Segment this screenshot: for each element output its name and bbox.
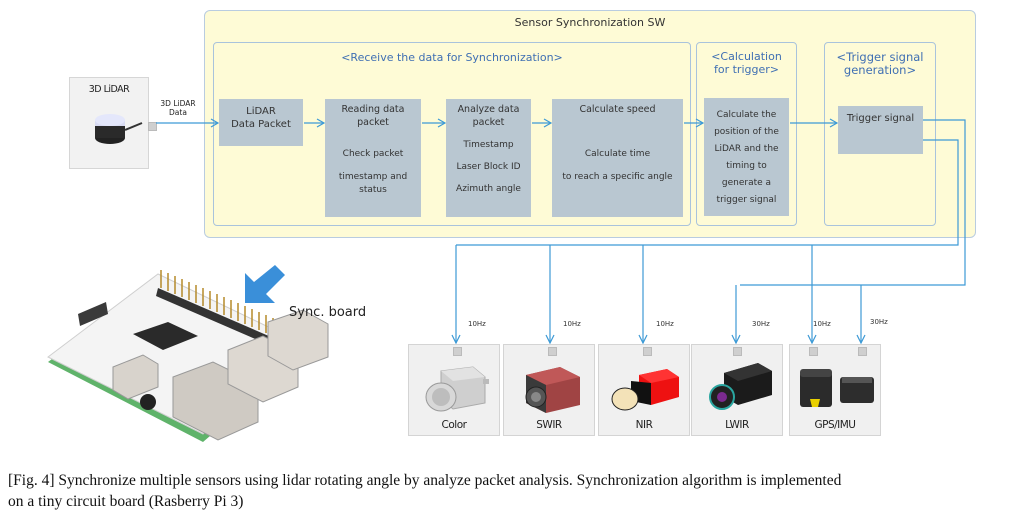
- arrowhead: [545, 334, 555, 345]
- arrowhead: [856, 334, 866, 345]
- arrowhead: [543, 118, 553, 128]
- box-line: trigger signal: [716, 195, 777, 205]
- box-lidar-data-packet: LiDAR Data Packet: [219, 99, 303, 146]
- group-trigger-title: <Trigger signal generation>: [824, 51, 936, 77]
- box-reading-data-packet: Reading data packet Check packet timesta…: [325, 99, 421, 217]
- sensor-lwir: LWIR: [691, 344, 783, 436]
- lwir-camera-icon: [709, 363, 772, 410]
- group-trigger: [824, 42, 936, 226]
- sensor-port: [733, 347, 742, 356]
- lidar-link-label-line: 3D LiDAR: [160, 99, 196, 108]
- lidar-device-icon: [95, 114, 143, 144]
- arrowhead: [731, 334, 741, 345]
- sensor-port: [643, 347, 652, 356]
- sensor-label: SWIR: [536, 419, 562, 431]
- lidar-source-label: 3D LiDAR: [88, 84, 130, 95]
- box-line: Calculate speed: [579, 104, 656, 115]
- box-detail: Check packet: [342, 149, 404, 159]
- arrowhead: [807, 334, 817, 345]
- box-detail: Timestamp: [463, 140, 514, 150]
- sensor-sync-sw-title: Sensor Synchronization SW: [514, 16, 666, 29]
- box-line: packet: [357, 117, 389, 128]
- box-detail: timestamp and status: [338, 172, 408, 195]
- rate-label-color: 10Hz: [468, 320, 486, 328]
- sensor-port: [809, 347, 818, 356]
- box-calculate-speed: Calculate speed Calculate time to reach …: [552, 99, 683, 217]
- lidar-link-label: 3D LiDAR Data: [157, 99, 199, 117]
- group-receive-title: <Receive the data for Synchronization>: [341, 51, 563, 64]
- rate-label-gps: 10Hz: [813, 320, 831, 328]
- sensor-color: Color: [408, 344, 500, 436]
- box-analyze-data-packet: Analyze data packet Timestamp Laser Bloc…: [446, 99, 531, 217]
- rate-label-lwir: 30Hz: [752, 320, 770, 328]
- raspberry-pi-board-illustration: [47, 270, 329, 442]
- box-calculate-position: Calculate the position of the LiDAR and …: [704, 98, 789, 216]
- pointer-arrow-icon: [245, 265, 285, 303]
- sensor-port: [858, 347, 867, 356]
- connector-trigger-30hz-bus: [740, 119, 966, 286]
- figure-caption: [Fig. 4] Synchronize multiple sensors us…: [8, 470, 1018, 512]
- group-calc-title-line: <Calculation: [711, 50, 782, 63]
- arrowhead: [437, 118, 447, 128]
- figure-caption-line: on a tiny circuit board (Rasberry Pi 3): [8, 493, 244, 510]
- group-receive: [213, 42, 691, 226]
- group-calc-title-line: for trigger>: [714, 63, 779, 76]
- sensor-nir: NIR: [598, 344, 690, 436]
- sensor-label: GPS/IMU: [814, 419, 856, 431]
- group-trigger-title-line: generation>: [843, 63, 917, 77]
- group-trigger-title-line: <Trigger signal: [836, 50, 924, 64]
- box-line: Calculate the: [716, 110, 777, 120]
- arrowhead: [829, 118, 839, 128]
- lidar-link-label-line: Data: [169, 108, 187, 117]
- box-line: LiDAR: [246, 106, 276, 117]
- box-line: position of the: [714, 127, 779, 137]
- sensor-gps-imu: GPS/IMU: [789, 344, 881, 436]
- sensor-port: [548, 347, 557, 356]
- sensor-swir: SWIR: [503, 344, 595, 436]
- box-detail: to reach a specific angle: [562, 172, 673, 182]
- rate-label-nir: 10Hz: [656, 320, 674, 328]
- lidar-source-card: 3D LiDAR: [69, 77, 157, 169]
- group-calc: [696, 42, 797, 226]
- lidar-output-port: [148, 122, 157, 131]
- arrowhead: [451, 334, 461, 345]
- sensor-label: NIR: [635, 419, 653, 431]
- box-detail: Calculate time: [584, 149, 651, 159]
- box-line: Trigger signal: [846, 113, 915, 124]
- box-trigger-signal: Trigger signal: [838, 106, 923, 154]
- arrowhead: [210, 118, 220, 128]
- group-calc-title: <Calculation for trigger>: [696, 50, 797, 76]
- gps-imu-device-icon: [800, 369, 874, 407]
- rate-label-imu: 30Hz: [870, 318, 888, 326]
- sensor-label: Color: [441, 419, 467, 431]
- figure-caption-line: [Fig. 4] Synchronize multiple sensors us…: [8, 472, 842, 489]
- box-line: timing to: [726, 161, 767, 171]
- sync-board-label: Sync. board: [289, 305, 367, 320]
- color-camera-icon: [425, 366, 489, 412]
- box-line: Analyze data: [457, 104, 520, 115]
- box-detail: Laser Block ID: [456, 162, 521, 172]
- box-line: generate a: [721, 178, 772, 188]
- box-line: packet: [472, 117, 505, 128]
- sensor-label: LWIR: [725, 419, 749, 431]
- connector-trigger-10hz-bus: [456, 139, 959, 246]
- rate-label-swir: 10Hz: [563, 320, 581, 328]
- box-detail: Azimuth angle: [456, 184, 521, 194]
- nir-camera-icon: [611, 369, 679, 411]
- box-line: Data Packet: [231, 119, 291, 130]
- arrowhead: [316, 118, 326, 128]
- arrowhead: [695, 118, 705, 128]
- arrowhead: [638, 334, 648, 345]
- box-line: LiDAR and the: [714, 144, 779, 154]
- sensor-port: [453, 347, 462, 356]
- swir-camera-icon: [525, 367, 580, 413]
- box-line: Reading data: [341, 104, 405, 115]
